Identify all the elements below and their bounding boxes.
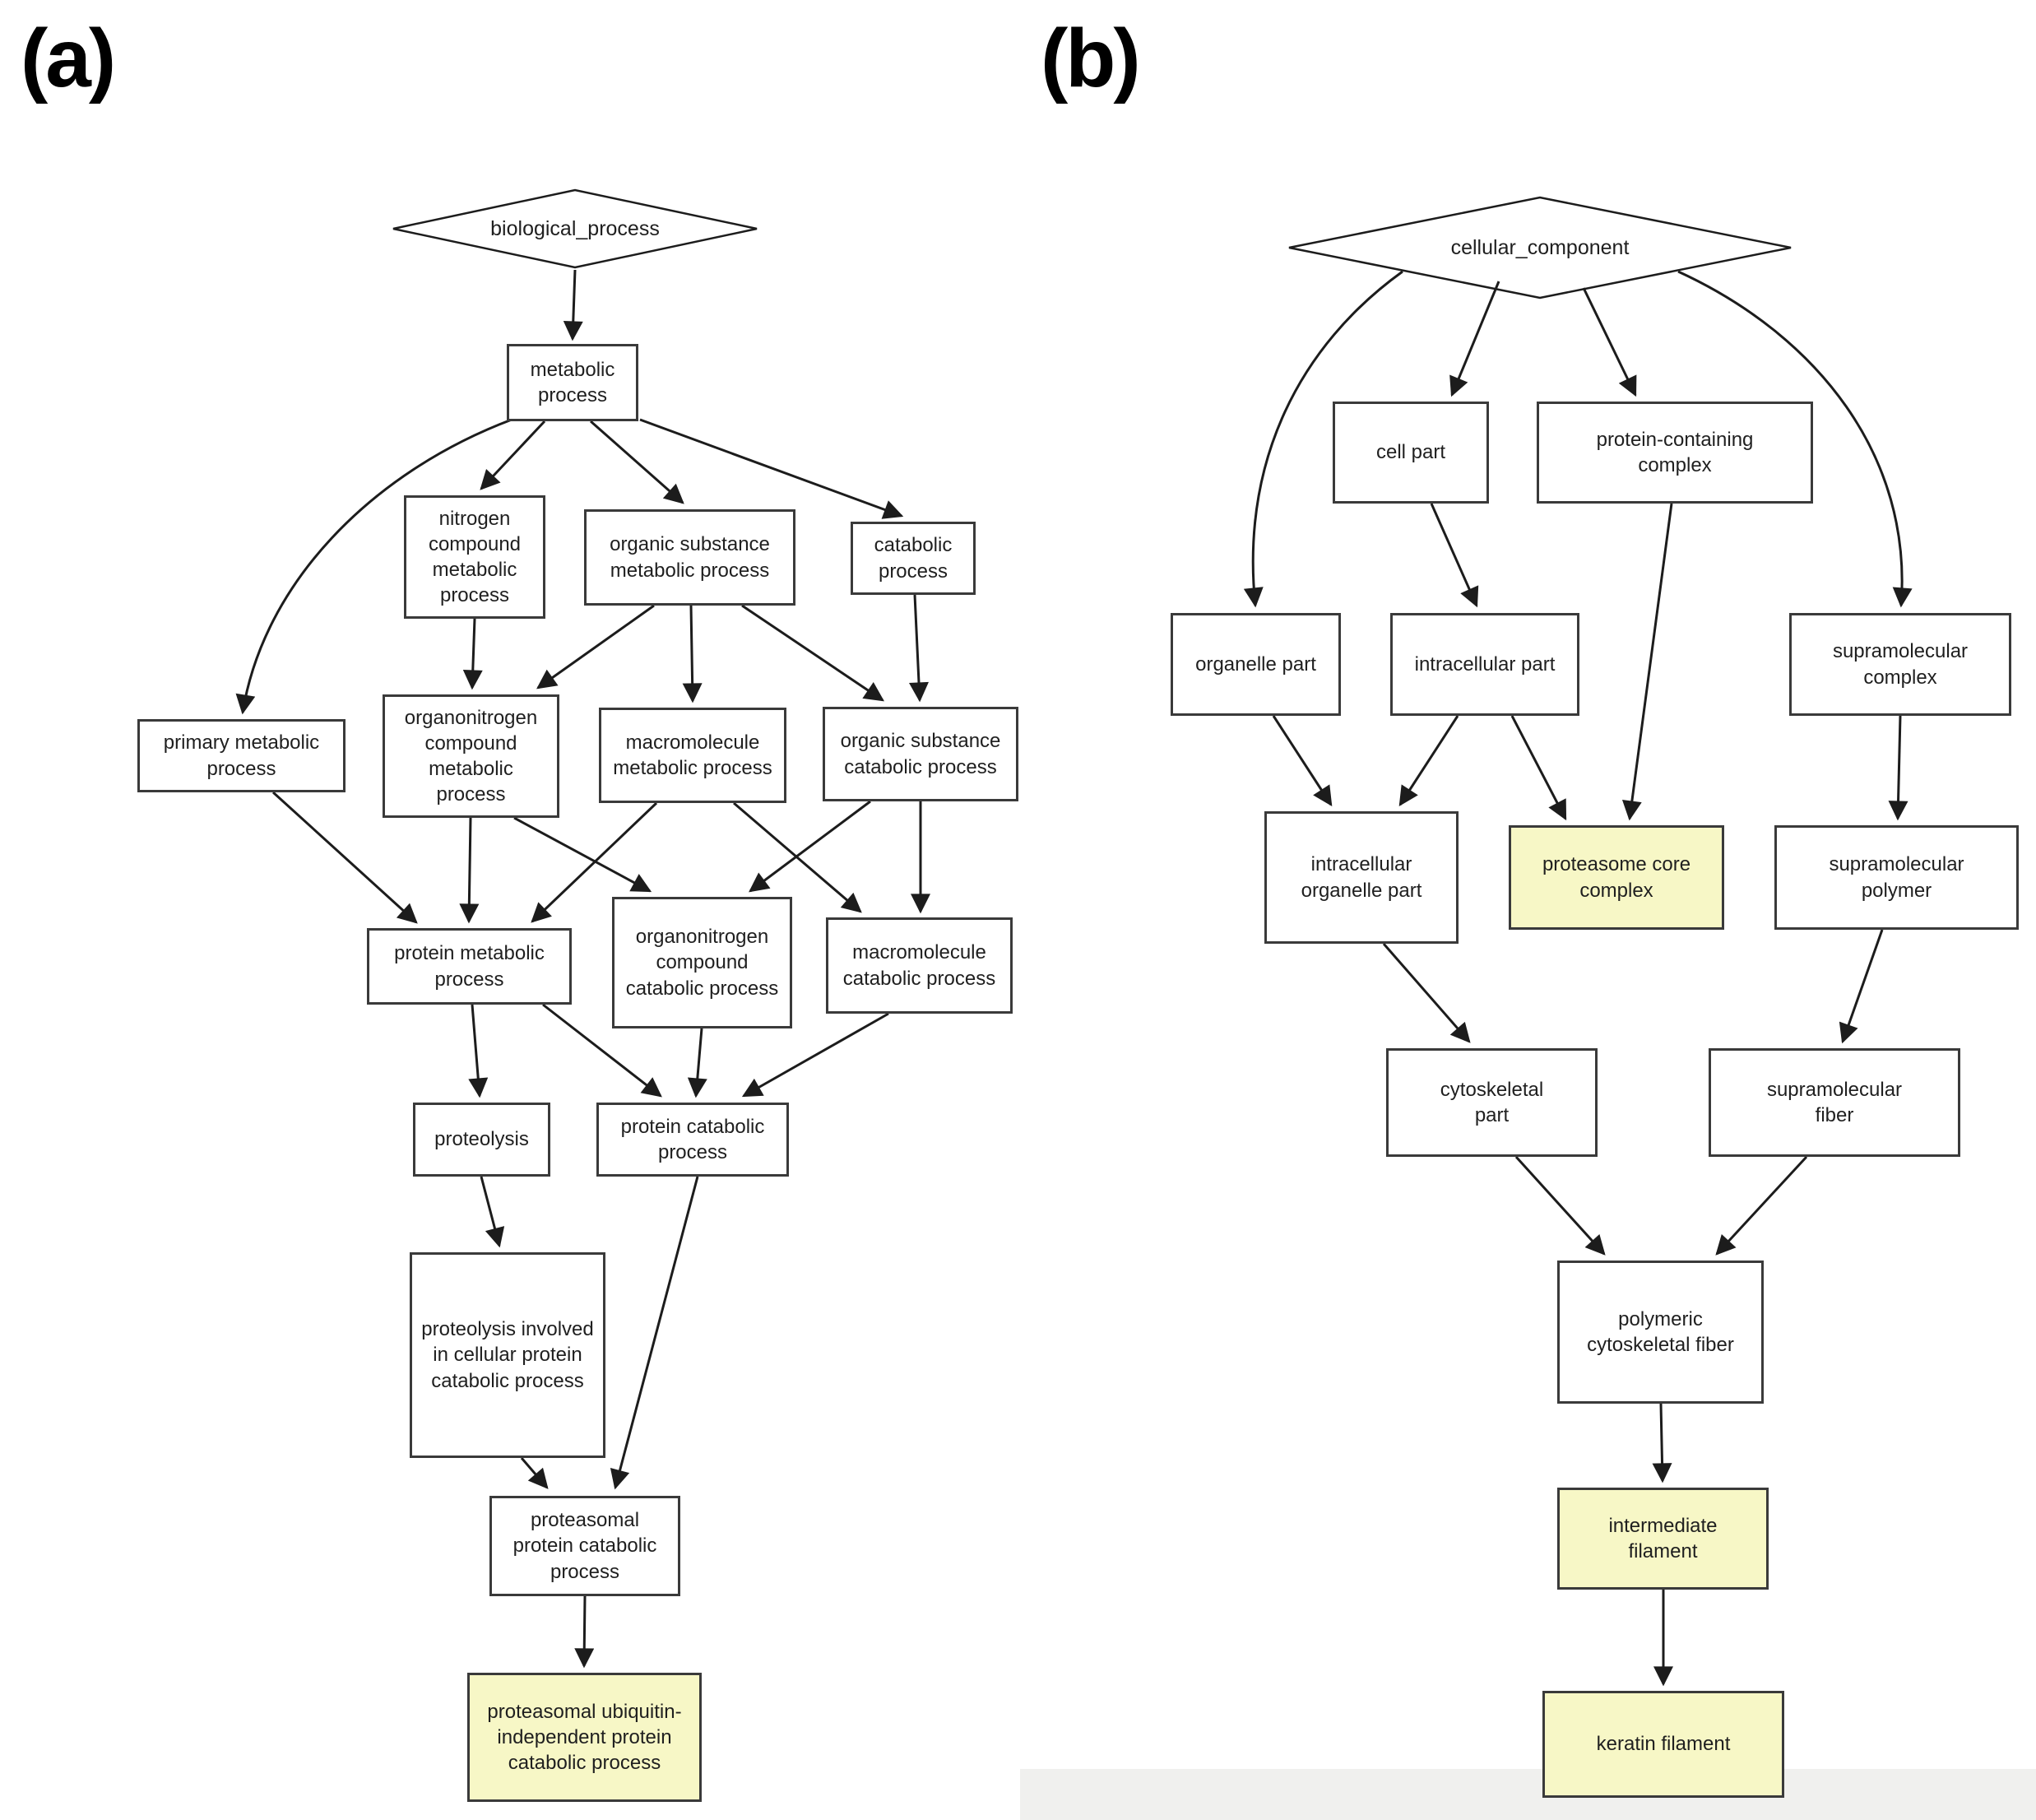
node-protein-catabolic-process: protein catabolic process bbox=[596, 1103, 789, 1177]
edge-orgsubstcat-organoncat bbox=[749, 800, 871, 893]
node-proteolysis: proteolysis bbox=[413, 1103, 550, 1177]
edge-cellpart-intracellularpart bbox=[1430, 503, 1479, 608]
edge-cellularcomponent-pcc bbox=[1582, 287, 1637, 397]
edge-catabolic-orgsubstcat bbox=[909, 594, 929, 703]
node-proteasomal-protein-catabolic-process: proteasomal protein catabolic process bbox=[489, 1496, 680, 1596]
node-organonitrogen-compound-catabolic-process: organonitrogen compound catabolic proces… bbox=[612, 897, 792, 1028]
node-keratin-filament: keratin filament bbox=[1542, 1691, 1784, 1798]
edge-intracellularpart-intraorgpart bbox=[1398, 715, 1459, 807]
node-organonitrogen-compound-metabolic-process: organonitrogen compound metabolic proces… bbox=[383, 694, 559, 818]
edge-suprapolymer-suprafiber bbox=[1839, 929, 1884, 1044]
edge-metabolic-catabolic bbox=[639, 418, 904, 519]
edge-macromet-macrocat bbox=[733, 801, 862, 913]
edge-nitrogen-organonmet bbox=[462, 618, 483, 690]
edge-proteinmet-proteolysis bbox=[468, 1004, 489, 1098]
node-proteasome-core-complex: proteasome core complex bbox=[1509, 825, 1724, 930]
node-organic-substance-catabolic-process: organic substance catabolic process bbox=[823, 707, 1018, 801]
edge-macrocat-proteincat bbox=[741, 1012, 889, 1098]
node-organelle-part: organelle part bbox=[1171, 613, 1341, 716]
edge-polycyto-intermediatefil bbox=[1652, 1403, 1672, 1483]
edge-organellepart-intraorgpart bbox=[1272, 715, 1333, 807]
edge-proteinmet-proteincat bbox=[542, 1003, 662, 1098]
edge-organonmet-organoncat bbox=[513, 816, 652, 893]
node-primary-metabolic-process: primary metabolic process bbox=[137, 719, 346, 792]
node-supramolecular-fiber: supramolecular fiber bbox=[1709, 1048, 1960, 1157]
node-supramolecular-polymer: supramolecular polymer bbox=[1774, 825, 2019, 930]
diamond-biological-process bbox=[392, 188, 758, 269]
node-intracellular-organelle-part: intracellular organelle part bbox=[1264, 811, 1459, 944]
node-cellular-component: cellular_component bbox=[1450, 235, 1630, 259]
node-macromolecule-metabolic-process: macromolecule metabolic process bbox=[599, 708, 786, 803]
node-organic-substance-metabolic-process: organic substance metabolic process bbox=[584, 509, 795, 606]
node-protein-containing-complex: protein-containing complex bbox=[1537, 402, 1813, 504]
node-proteasomal-ubiquitin-independent-protein-catabolic-process: proteasomal ubiquitin-independent protei… bbox=[467, 1673, 702, 1802]
edge-metabolic-nitrogen bbox=[480, 420, 546, 490]
edge-pcc-proteasomecore bbox=[1621, 503, 1673, 821]
panel-a-label: (a) bbox=[21, 12, 116, 104]
node-nitrogen-compound-metabolic-process: nitrogen compound metabolic process bbox=[404, 495, 545, 619]
node-polymeric-cytoskeletal-fiber: polymeric cytoskeletal fiber bbox=[1557, 1261, 1764, 1404]
edge-supracomplex-suprapolymer bbox=[1888, 715, 1908, 821]
edge-proteasomalcat-ubiquitinindependent bbox=[574, 1595, 595, 1669]
diamond-cellular-component bbox=[1288, 196, 1792, 299]
edge-organoncat-proteincat bbox=[687, 1028, 707, 1098]
node-cell-part: cell part bbox=[1333, 402, 1489, 504]
node-supramolecular-complex: supramolecular complex bbox=[1789, 613, 2011, 716]
node-intermediate-filament: intermediate filament bbox=[1557, 1488, 1769, 1590]
edge-organonmet-proteinmet bbox=[459, 817, 480, 924]
node-intracellular-part: intracellular part bbox=[1390, 613, 1579, 716]
node-biological-process: biological_process bbox=[490, 216, 660, 240]
edge-proteincat-proteasomalcat bbox=[610, 1176, 699, 1490]
edge-organicsubstmet-organonmet bbox=[536, 604, 655, 689]
edge-suprafiber-polycyto bbox=[1715, 1155, 1808, 1256]
edge-intracellularpart-proteasomecore bbox=[1510, 715, 1567, 821]
node-protein-metabolic-process: protein metabolic process bbox=[367, 928, 572, 1005]
node-cytoskeletal-part: cytoskeletal part bbox=[1386, 1048, 1598, 1157]
edge-proteolysis-involved bbox=[480, 1176, 505, 1248]
edge-organicsubstmet-macromet bbox=[682, 605, 703, 703]
edge-involved-proteasomalcat bbox=[520, 1457, 549, 1489]
edge-cytopart-polycyto bbox=[1514, 1155, 1606, 1256]
edge-metabolic-organicsubstmet bbox=[590, 420, 684, 504]
panel-b-label: (b) bbox=[1041, 12, 1141, 104]
edge-cellularcomponent-cellpart bbox=[1449, 281, 1500, 397]
scan-artifact bbox=[1020, 1769, 2036, 1820]
edge-primary-proteinmet bbox=[271, 791, 418, 924]
edge-organicsubstmet-orgsubstcat bbox=[741, 604, 884, 702]
node-catabolic-process: catabolic process bbox=[851, 522, 976, 595]
node-macromolecule-catabolic-process: macromolecule catabolic process bbox=[826, 917, 1013, 1014]
edge-cellularcomponent-supracomplex bbox=[1677, 270, 1913, 608]
edge-intraorgpart-cytopart bbox=[1382, 943, 1471, 1043]
node-proteolysis-involved-in-cellular-protein-catabolic-process: proteolysis involved in cellular protein… bbox=[410, 1252, 605, 1458]
edge-cellularcomponent-organellepart bbox=[1243, 270, 1403, 608]
node-metabolic-process: metabolic process bbox=[507, 344, 638, 421]
edge-biologicalprocess-metabolic bbox=[563, 269, 583, 341]
edge-metabolic-primary bbox=[235, 418, 512, 715]
